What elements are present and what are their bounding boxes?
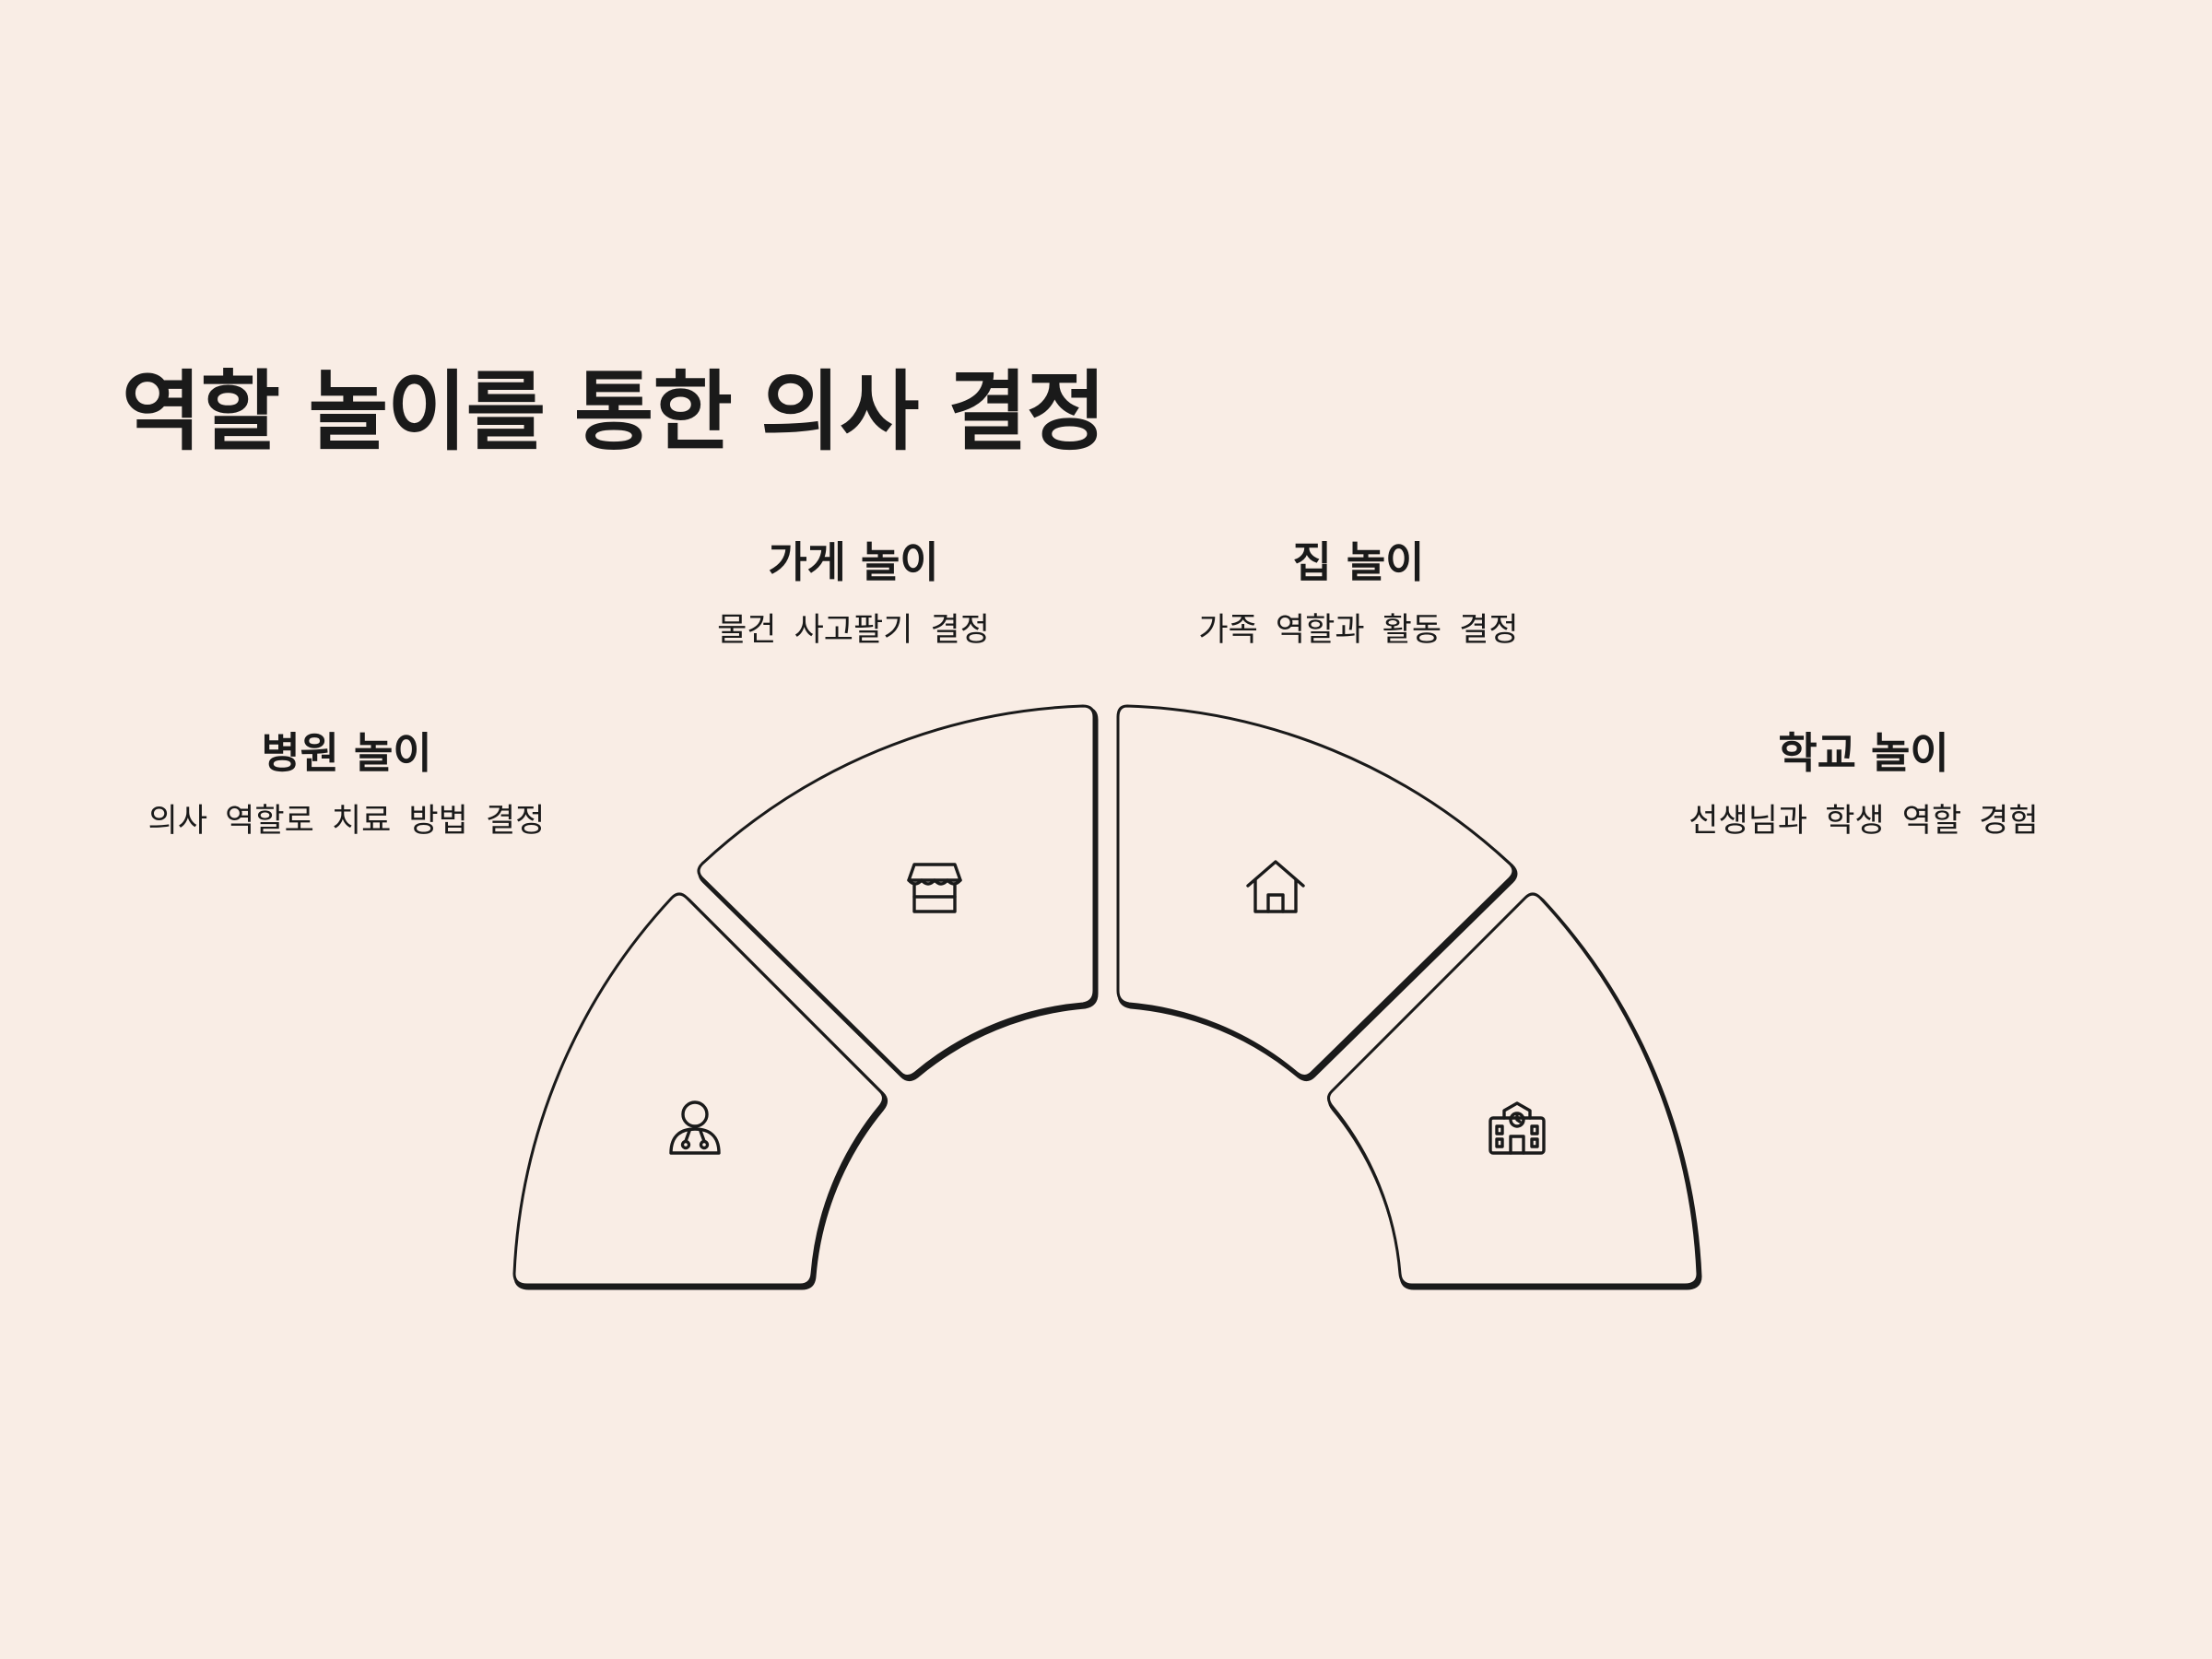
school-play-description: 선생님과 학생 역할 경험	[1688, 803, 2039, 840]
store-play-title: 가게 놀이	[768, 537, 939, 587]
school-play-segment	[1327, 892, 1700, 1287]
store-play-segment	[697, 704, 1096, 1077]
hospital-play-title: 병원 놀이	[261, 728, 432, 778]
store-play-description: 물건 사고팔기 결정	[717, 612, 990, 649]
home-play-label: 집 놀이 가족 역할과 활동 결정	[1064, 535, 1653, 653]
hospital-play-description: 의사 역할로 치료 방법 결정	[147, 803, 546, 840]
store-play-label: 가게 놀이 물건 사고팔기 결정	[559, 535, 1148, 653]
home-play-description: 가족 역할과 활동 결정	[1198, 612, 1519, 649]
page-title: 역할 놀이를 통한 의사 결정	[122, 362, 1106, 463]
school-play-title: 학교 놀이	[1778, 728, 1949, 778]
school-icon	[1488, 1101, 1546, 1155]
doctor-icon	[669, 1100, 721, 1155]
store-icon	[907, 863, 962, 913]
home-play-title: 집 놀이	[1292, 537, 1425, 587]
school-play-label: 학교 놀이 선생님과 학생 역할 경험	[1569, 725, 2159, 843]
home-play-segment	[1116, 704, 1515, 1077]
hospital-play-label: 병원 놀이 의사 역할로 치료 방법 결정	[52, 725, 641, 843]
house-icon	[1246, 860, 1305, 913]
hospital-play-segment	[512, 892, 885, 1287]
